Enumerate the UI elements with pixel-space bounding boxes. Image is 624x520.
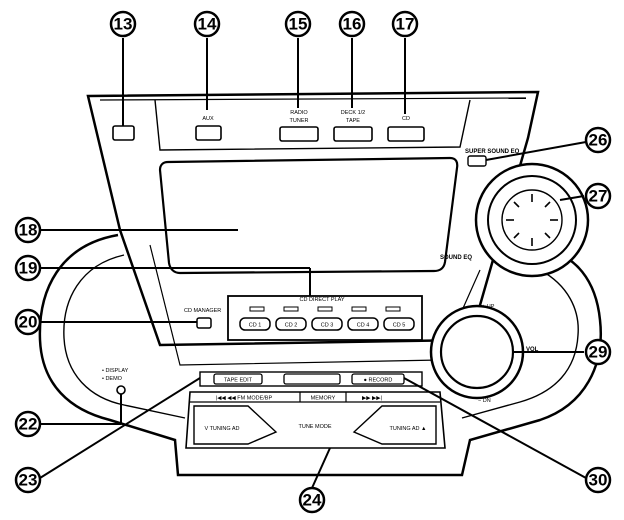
callout-13-label: 13 (114, 15, 133, 34)
cd-indicator-leds (249, 306, 401, 312)
fm-mode-label: |◀◀ ◀◀ FM MODE/BP (216, 396, 273, 402)
eject-slot[interactable] (283, 373, 341, 385)
cd4-button[interactable] (347, 317, 379, 331)
display-label: • DISPLAY (102, 368, 129, 374)
super-sound-eq-button[interactable] (467, 155, 487, 167)
callout-24: 24 (298, 486, 326, 514)
callout-16-label: 16 (343, 15, 362, 34)
cd2-label: CD 2 (285, 323, 298, 329)
callout-23-label: 23 (19, 471, 38, 490)
top-button-row: AUX RADIO TUNER DECK 1/2 TAPE CD (112, 110, 425, 142)
callout-29: 29 (584, 338, 612, 366)
power-button[interactable] (112, 125, 135, 141)
deck-label: DECK 1/2 (341, 110, 365, 116)
sound-eq-section: SUPER SOUND EQ SOUND EQ (440, 149, 590, 278)
cd3-button[interactable] (311, 317, 343, 331)
callout-24-label: 24 (303, 491, 322, 510)
callout-18-label: 18 (19, 221, 38, 240)
callout-27-label: 27 (589, 187, 608, 206)
tape-deck-section: TAPE EDIT ● RECORD |◀◀ ◀◀ FM MODE/BP MEM… (185, 371, 446, 449)
cd-button[interactable] (387, 126, 425, 142)
tune-mode-label: TUNE MODE (299, 424, 332, 430)
callout-22: 22 (14, 410, 42, 438)
callout-14-label: 14 (198, 15, 217, 34)
cd5-label: CD 5 (393, 323, 406, 329)
callout-30: 30 (584, 466, 612, 494)
tape-edit-label: TAPE EDIT (224, 378, 253, 384)
callout-27: 27 (584, 182, 612, 210)
callout-22-label: 22 (19, 415, 38, 434)
callout-19: 19 (14, 254, 42, 282)
tuning-right-label: TUNING AD ▲ (390, 426, 427, 432)
callout-17: 17 (391, 10, 419, 38)
callout-20: 20 (14, 308, 42, 336)
volume-section: VOL + UP − DN (429, 304, 539, 404)
display-demo-section: • DISPLAY • DEMO (102, 368, 129, 395)
callout-26-label: 26 (589, 131, 608, 150)
radio-tuner-button[interactable] (279, 126, 319, 142)
demo-label: • DEMO (102, 376, 123, 382)
tuning-down-button[interactable] (193, 405, 278, 445)
cd1-label: CD 1 (249, 323, 262, 329)
callout-markers: 13 14 15 16 17 18 19 20 22 23 24 26 27 2… (14, 10, 612, 514)
cd-manager-label: CD MANAGER (184, 308, 221, 314)
super-sound-eq-label: SUPER SOUND EQ (465, 149, 520, 155)
sound-eq-knob[interactable] (474, 162, 590, 278)
aux-label: AUX (202, 116, 214, 122)
cd-direct-play-section: CD DIRECT PLAY CD 1 CD 2 CD 3 CD 4 CD 5 … (184, 295, 423, 341)
radio-label: RADIO (290, 110, 308, 116)
callout-29-label: 29 (589, 343, 608, 362)
display-window (158, 156, 459, 275)
vol-down-label: − DN (478, 398, 491, 404)
tape-edit-button[interactable] (213, 373, 263, 385)
cd2-button[interactable] (275, 317, 307, 331)
callout-18: 18 (14, 216, 42, 244)
ff-next-label: ▶▶ ▶▶| (362, 396, 382, 402)
tape-label: TAPE (346, 118, 360, 124)
cd1-button[interactable] (239, 317, 271, 331)
leader-lines (39, 38, 587, 489)
callout-15: 15 (284, 10, 312, 38)
record-label: ● RECORD (364, 378, 393, 384)
vol-label: VOL (526, 347, 539, 353)
vol-up-label: + UP (482, 304, 495, 310)
callout-13: 13 (109, 10, 137, 38)
cd-label: CD (402, 116, 410, 122)
cd3-label: CD 3 (321, 323, 334, 329)
sound-eq-label: SOUND EQ (440, 255, 472, 261)
display-demo-button[interactable] (116, 385, 126, 395)
callout-23: 23 (14, 466, 42, 494)
tuning-left-label: V TUNING AD (204, 426, 239, 432)
callout-16: 16 (338, 10, 366, 38)
cd4-label: CD 4 (357, 323, 370, 329)
cd-manager-button[interactable] (196, 317, 212, 329)
aux-button[interactable] (195, 125, 222, 141)
callout-30-label: 30 (589, 471, 608, 490)
cd-direct-play-label: CD DIRECT PLAY (299, 297, 344, 303)
callout-20-label: 20 (19, 313, 38, 332)
tuner-label: TUNER (290, 118, 309, 124)
deck-tape-button[interactable] (333, 126, 373, 142)
callout-26: 26 (584, 126, 612, 154)
memory-label: MEMORY (311, 396, 336, 402)
volume-knob[interactable] (429, 304, 525, 400)
callout-14: 14 (193, 10, 221, 38)
tuning-up-button[interactable] (352, 405, 437, 445)
cd5-button[interactable] (383, 317, 415, 331)
callout-17-label: 17 (396, 15, 415, 34)
callout-15-label: 15 (289, 15, 308, 34)
callout-19-label: 19 (19, 259, 38, 278)
